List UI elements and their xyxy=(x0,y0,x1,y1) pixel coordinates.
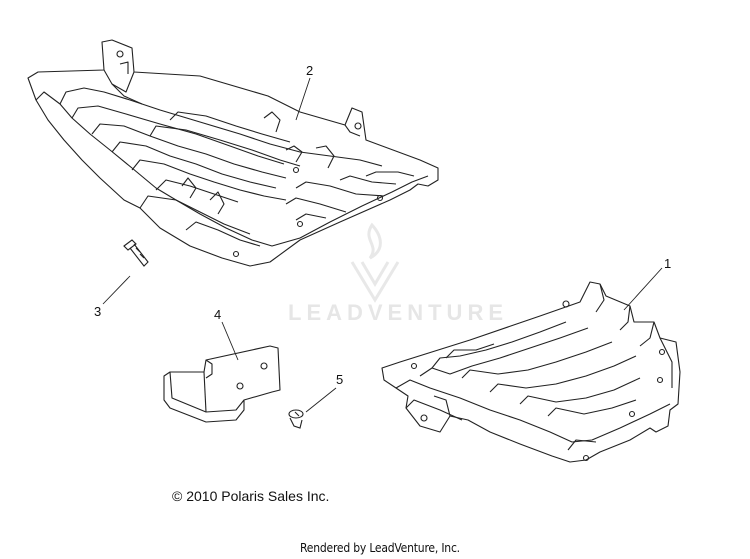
rendered-by-text: Rendered by LeadVenture, Inc. xyxy=(300,541,460,555)
bracket-part-4 xyxy=(163,345,281,423)
callout-number-5: 5 xyxy=(336,372,344,387)
callout-number-4: 4 xyxy=(214,307,222,322)
skid-plate-part-2 xyxy=(27,39,439,267)
callout-number-3: 3 xyxy=(94,304,102,319)
callout-number-2: 2 xyxy=(306,63,314,78)
copyright-text: © 2010 Polaris Sales Inc. xyxy=(172,488,330,504)
callout-leaders xyxy=(102,77,663,413)
leadventure-watermark-logo xyxy=(350,222,400,303)
callout-number-1: 1 xyxy=(664,256,672,271)
skid-plate-part-1 xyxy=(381,281,681,463)
watermark-text: LEADVENTURE xyxy=(288,300,509,325)
screw-part-5 xyxy=(288,409,304,429)
bolt-part-3 xyxy=(123,239,149,267)
